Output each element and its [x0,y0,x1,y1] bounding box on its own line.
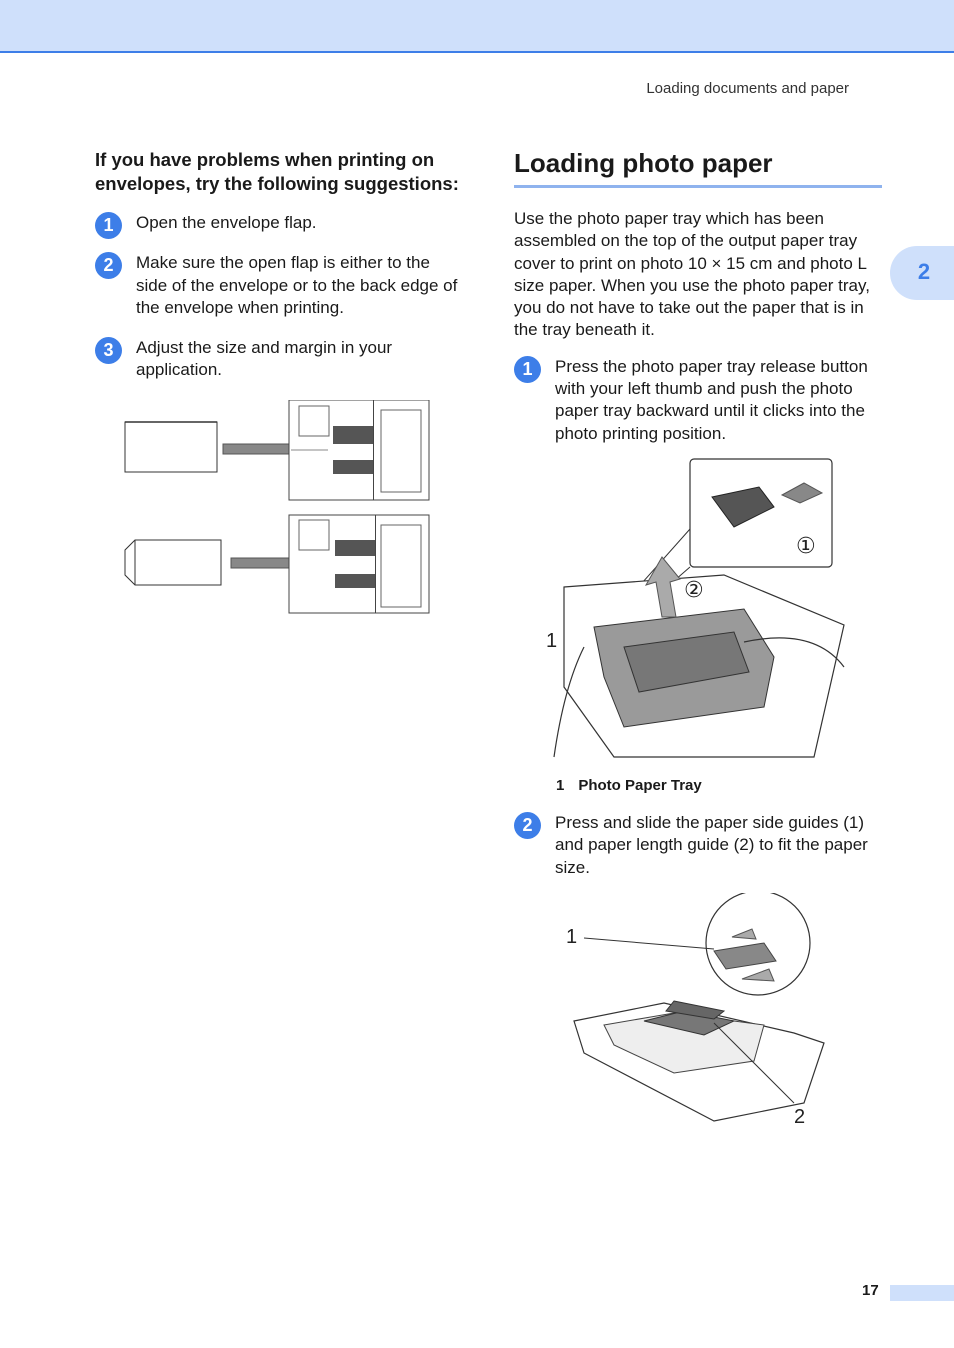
step-number-badge: 3 [95,337,122,365]
photo-tray-release-illustration: ① ② 1 [546,458,845,758]
callout-circled-1: ① [796,534,816,559]
photo-step-2: 2 Press and slide the paper side guides … [514,811,882,879]
top-band [0,0,954,53]
caption-number: 1 [556,776,565,794]
step-number-badge: 2 [514,811,541,839]
envelope-step-3: 3 Adjust the size and margin in your app… [95,337,465,382]
step-number-badge: 1 [514,355,541,383]
photo-step-1: 1 Press the photo paper tray release but… [514,355,882,445]
step-text: Make sure the open flap is either to the… [136,253,458,317]
envelope-problems-heading: If you have problems when printing on en… [95,149,459,194]
footer-band [890,1285,954,1301]
page-number: 17 [862,1282,879,1299]
paper-guides-illustration: 1 2 [566,892,825,1128]
figure-caption: 1 Photo Paper Tray [556,777,882,794]
step-text: Open the envelope flap. [136,213,317,232]
running-head: Loading documents and paper [646,80,849,97]
envelope-step-2: 2 Make sure the open flap is either to t… [95,252,465,319]
callout-circled-2: ② [684,578,704,603]
envelope-step-1: 1 Open the envelope flap. [95,212,465,239]
callout-1: 1 [546,630,557,652]
right-column: Loading photo paper Use the photo paper … [514,148,882,1133]
caption-text: Photo Paper Tray [578,776,702,794]
chapter-number: 2 [910,258,938,286]
step-text: Press and slide the paper side guides (1… [555,812,868,877]
chapter-tab: 2 [890,246,954,300]
callout-1: 1 [566,926,577,948]
step-number-badge: 1 [95,212,122,239]
step-text: Adjust the size and margin in your appli… [136,338,393,380]
step-number-badge: 2 [95,252,122,280]
callout-2: 2 [794,1106,805,1128]
intro-paragraph: Use the photo paper tray which has been … [514,209,870,340]
left-column: If you have problems when printing on en… [95,148,465,625]
step-text: Press the photo paper tray release butto… [555,356,868,443]
envelope-loading-illustration [124,399,430,614]
section-title: Loading photo paper [514,148,882,188]
